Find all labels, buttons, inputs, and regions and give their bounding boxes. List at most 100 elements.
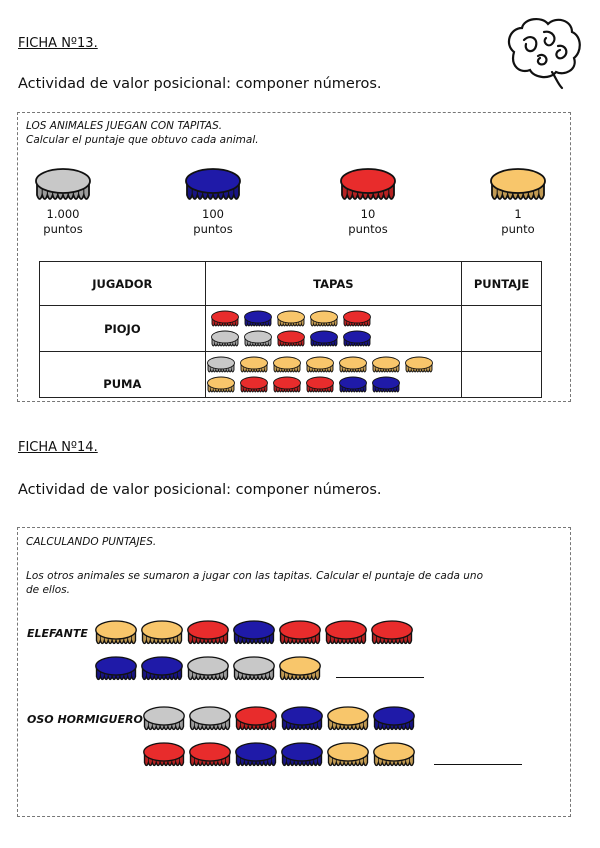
bottle-cap-gray-icon — [187, 656, 229, 681]
score-answer-cell[interactable] — [461, 351, 542, 398]
bottle-cap-red-icon — [279, 620, 321, 645]
bottle-cap-gray-icon — [189, 706, 231, 731]
legend-unit: puntos — [193, 222, 233, 236]
bottle-cap-red-icon — [210, 310, 239, 327]
elefante-answer-line[interactable] — [336, 677, 424, 678]
bottle-cap-yellow-icon — [141, 620, 183, 645]
table-row: PIOJO — [39, 305, 542, 352]
bottle-cap-yellow-icon — [371, 356, 400, 373]
bottle-cap-yellow-icon — [206, 376, 235, 393]
score-answer-cell[interactable] — [461, 305, 542, 352]
instruction-text-cont: de ellos. — [26, 584, 70, 596]
bottle-cap-gray-icon — [233, 656, 275, 681]
bottle-cap-yellow-icon — [373, 742, 415, 767]
ficha-13-activity: Actividad de valor posicional: componer … — [18, 76, 382, 92]
oso-caps-row-1 — [141, 704, 417, 734]
ficha-13-title: FICHA Nº13. — [18, 36, 98, 51]
player-name: PIOJO — [39, 305, 206, 352]
legend-unit: punto — [501, 222, 535, 236]
caps-line — [210, 309, 375, 329]
table-header-row: JUGADOR TAPAS PUNTAJE — [39, 261, 542, 306]
bottle-cap-blue-icon — [141, 656, 183, 681]
bottle-cap-yellow-icon — [95, 620, 137, 645]
bottle-cap-yellow-icon — [309, 310, 338, 327]
animal-name-oso-hormiguero: OSO HORMIGUERO — [27, 713, 143, 726]
bottle-cap-red-icon — [143, 742, 185, 767]
bottle-cap-yellow-icon — [239, 356, 268, 373]
table-row: PUMA — [39, 351, 542, 398]
bottle-cap-red-icon — [235, 706, 277, 731]
bottle-cap-yellow-icon — [490, 168, 546, 200]
header-tapas: TAPAS — [204, 261, 463, 306]
bottle-cap-red-icon — [276, 330, 305, 347]
brain-icon — [507, 18, 581, 90]
bottle-cap-blue-icon — [95, 656, 137, 681]
legend-value: 10 — [360, 207, 376, 221]
bottle-cap-yellow-icon — [338, 356, 367, 373]
bottle-cap-red-icon — [239, 376, 268, 393]
bottle-cap-red-icon — [272, 376, 301, 393]
bottle-cap-red-icon — [189, 742, 231, 767]
legend-value: 1.000 — [46, 207, 80, 221]
bottle-cap-gray-icon — [35, 168, 91, 200]
bottle-cap-gray-icon — [243, 330, 272, 347]
bottle-cap-gray-icon — [143, 706, 185, 731]
bottle-cap-yellow-icon — [305, 356, 334, 373]
legend-value: 100 — [202, 207, 224, 221]
oso-answer-line[interactable] — [434, 764, 522, 765]
bottle-cap-blue-icon — [309, 330, 338, 347]
bottle-cap-gray-icon — [206, 356, 235, 373]
bottle-cap-blue-icon — [281, 742, 323, 767]
bottle-cap-red-icon — [325, 620, 367, 645]
legend-unit: puntos — [43, 222, 83, 236]
bottle-cap-yellow-icon — [327, 706, 369, 731]
bottle-cap-blue-icon — [281, 706, 323, 731]
bottle-cap-yellow-icon — [276, 310, 305, 327]
ficha-14-activity: Actividad de valor posicional: componer … — [18, 482, 382, 498]
bottle-cap-blue-icon — [233, 620, 275, 645]
bottle-cap-red-icon — [371, 620, 413, 645]
header-jugador: JUGADOR — [39, 261, 206, 306]
instruction-title: CALCULANDO PUNTAJES. — [26, 536, 157, 548]
bottle-cap-red-icon — [187, 620, 229, 645]
elefante-caps-row-2 — [93, 654, 323, 684]
legend-unit: puntos — [348, 222, 388, 236]
bottle-cap-yellow-icon — [404, 356, 433, 373]
ficha-14-box: CALCULANDO PUNTAJES. Los otros animales … — [17, 527, 571, 817]
caps-cell — [204, 305, 463, 352]
bottle-cap-blue-icon — [342, 330, 371, 347]
bottle-cap-blue-icon — [243, 310, 272, 327]
bottle-cap-blue-icon — [185, 168, 241, 200]
bottle-cap-blue-icon — [371, 376, 400, 393]
ficha-14-title: FICHA Nº14. — [18, 440, 98, 455]
caps-cell — [204, 351, 463, 398]
bottle-cap-blue-icon — [338, 376, 367, 393]
instruction-text: Calcular el puntaje que obtuvo cada anim… — [26, 134, 259, 146]
bottle-cap-red-icon — [340, 168, 396, 200]
bottle-cap-yellow-icon — [327, 742, 369, 767]
caps-line — [206, 355, 437, 375]
bottle-cap-red-icon — [342, 310, 371, 327]
instruction-title: LOS ANIMALES JUEGAN CON TAPITAS. — [26, 120, 223, 132]
ficha-13-box: LOS ANIMALES JUEGAN CON TAPITAS. Calcula… — [17, 112, 571, 402]
header-puntaje: PUNTAJE — [461, 261, 542, 306]
elefante-caps-row-1 — [93, 618, 415, 648]
bottle-cap-blue-icon — [235, 742, 277, 767]
instruction-text: Los otros animales se sumaron a jugar co… — [26, 570, 484, 582]
animal-name-elefante: ELEFANTE — [27, 627, 88, 640]
score-table: JUGADOR TAPAS PUNTAJE PIOJO PUMA — [39, 261, 542, 398]
oso-caps-row-2 — [141, 740, 417, 770]
caps-line — [206, 375, 437, 395]
bottle-cap-red-icon — [305, 376, 334, 393]
player-name: PUMA — [39, 351, 206, 398]
caps-line — [210, 329, 375, 349]
bottle-cap-gray-icon — [210, 330, 239, 347]
bottle-cap-yellow-icon — [272, 356, 301, 373]
legend-value: 1 — [514, 207, 522, 221]
bottle-cap-yellow-icon — [279, 656, 321, 681]
bottle-cap-blue-icon — [373, 706, 415, 731]
